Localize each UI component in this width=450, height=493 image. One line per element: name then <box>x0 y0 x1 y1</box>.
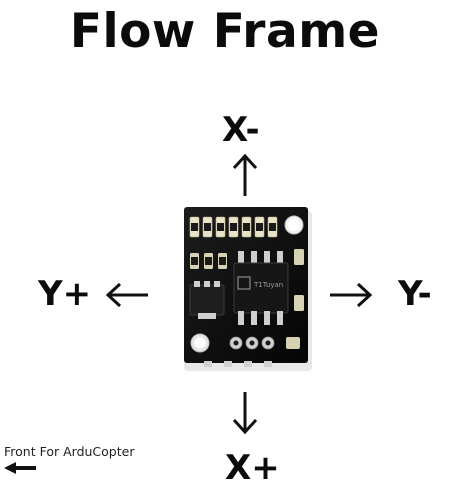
left-arrow-icon <box>105 282 148 308</box>
down-arrow-icon <box>232 392 258 435</box>
diagram-title: Flow Frame <box>69 4 381 59</box>
chip-marking: T1Tuyan <box>253 281 283 289</box>
y-plus-label: Y+ <box>38 274 92 314</box>
flow-sensor-board: T1Tuyan <box>176 205 316 377</box>
left-arrow-icon <box>4 462 36 474</box>
x-plus-label: X+ <box>225 448 280 488</box>
x-minus-label: X- <box>222 110 260 150</box>
up-arrow-icon <box>232 153 258 196</box>
front-note-label: Front For ArduCopter <box>4 444 135 459</box>
right-arrow-icon <box>330 282 373 308</box>
board-illustration: T1Tuyan <box>184 207 312 371</box>
y-minus-label: Y- <box>398 274 432 314</box>
